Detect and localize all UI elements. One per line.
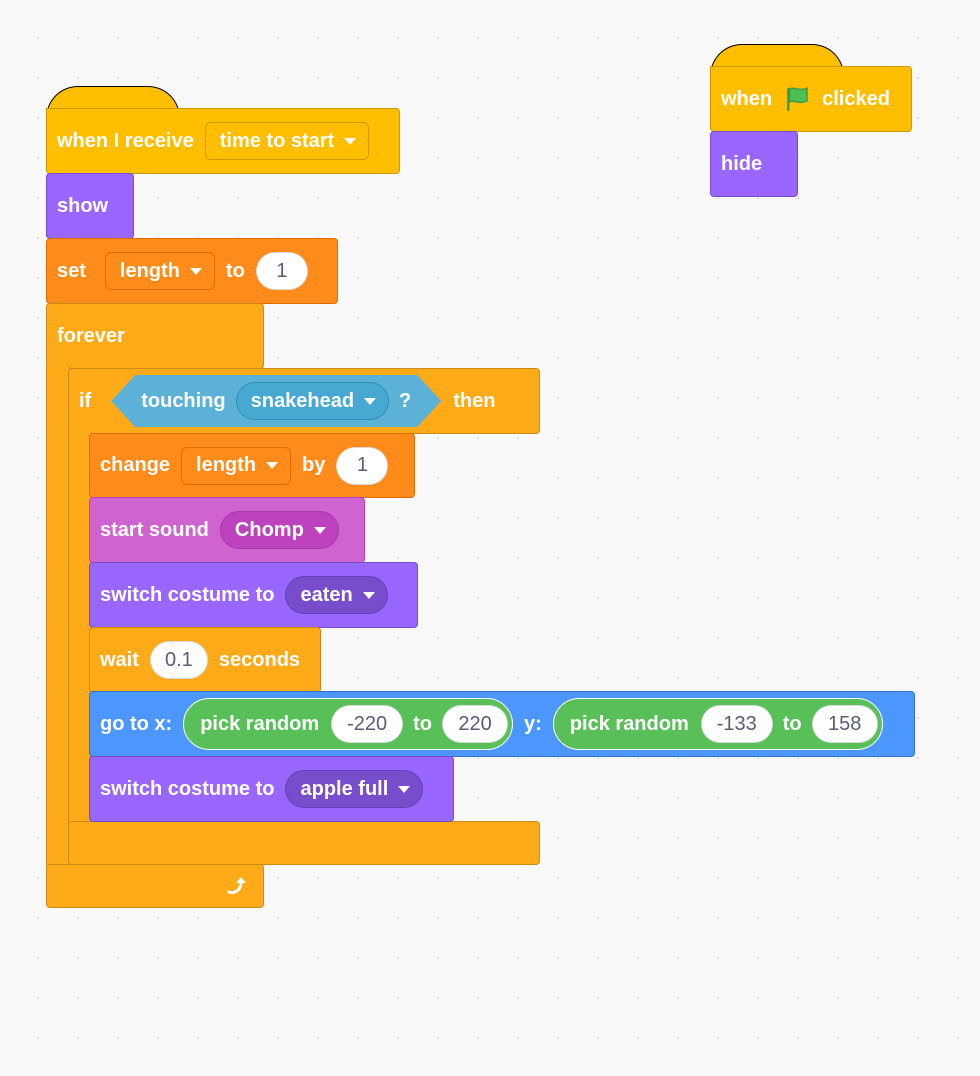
message-dropdown[interactable]: time to start	[204, 122, 370, 160]
switch-costume-block[interactable]: switch costume to eaten	[89, 562, 418, 628]
clicked-label: clicked	[822, 87, 890, 110]
if-footer	[68, 821, 540, 865]
change-label: change	[100, 454, 171, 476]
if-label: if	[79, 389, 92, 412]
chevron-down-icon	[189, 267, 202, 275]
set-label: set	[57, 259, 86, 282]
then-label: then	[453, 389, 496, 412]
wait-block[interactable]: wait 0.1 seconds	[89, 627, 321, 693]
if-arm	[68, 432, 92, 824]
start-sound-block[interactable]: start sound Chomp	[89, 497, 365, 563]
chevron-down-icon	[313, 526, 326, 534]
wait-label: wait	[100, 648, 139, 671]
random-to-label: to	[782, 712, 802, 735]
pick-random-label: pick random	[569, 712, 689, 735]
set-value-input[interactable]: 1	[255, 252, 308, 290]
forever-arm	[46, 366, 70, 866]
costume-value: eaten	[300, 583, 353, 606]
pick-random-y-reporter[interactable]: pick random -133 to 158	[552, 698, 883, 750]
go-to-x-label: go to x:	[100, 712, 173, 735]
chevron-down-icon	[364, 398, 376, 405]
random-to-label: to	[413, 712, 433, 735]
loop-arrow-icon	[227, 877, 246, 894]
pick-random-x-reporter[interactable]: pick random -220 to 220	[183, 698, 514, 750]
chevron-down-icon	[398, 785, 411, 793]
random-y-to-input[interactable]: 158	[811, 705, 878, 743]
wait-value-input[interactable]: 0.1	[149, 641, 208, 679]
when-i-receive-label: when I receive	[57, 129, 194, 152]
variable-dropdown[interactable]: length	[104, 252, 215, 290]
message-value: time to start	[219, 129, 335, 152]
pick-random-label: pick random	[200, 712, 320, 735]
touching-label: touching	[141, 389, 226, 412]
show-label: show	[57, 194, 109, 217]
random-y-from-input[interactable]: -133	[700, 705, 773, 743]
set-variable-block[interactable]: set length to 1	[46, 238, 338, 304]
switch-costume-label: switch costume to	[100, 583, 275, 606]
y-label: y:	[524, 712, 542, 735]
to-label: to	[225, 259, 245, 282]
switch-costume-block[interactable]: switch costume to apple full	[89, 756, 454, 822]
go-to-xy-block[interactable]: go to x: pick random -220 to 220 y: pick…	[89, 691, 915, 757]
sound-dropdown[interactable]: Chomp	[219, 511, 339, 549]
random-x-from-input[interactable]: -220	[331, 705, 404, 743]
random-x-to-input[interactable]: 220	[442, 705, 509, 743]
forever-footer	[46, 864, 264, 908]
forever-label: forever	[57, 324, 125, 347]
sound-value: Chomp	[234, 518, 304, 541]
seconds-label: seconds	[218, 648, 301, 671]
chevron-down-icon	[344, 137, 357, 145]
touching-boolean[interactable]: touching snakehead ?	[111, 375, 441, 427]
variable-value: length	[119, 259, 180, 282]
show-block[interactable]: show	[46, 173, 134, 239]
variable-value: length	[196, 454, 257, 476]
hide-label: hide	[721, 152, 763, 175]
when-flag-clicked-block[interactable]: when clicked	[710, 66, 912, 132]
chevron-down-icon	[266, 462, 279, 469]
when-label: when	[721, 87, 773, 110]
hide-block[interactable]: hide	[710, 131, 798, 197]
costume-dropdown[interactable]: apple full	[285, 770, 424, 808]
forever-block[interactable]: forever	[46, 303, 264, 369]
costume-dropdown[interactable]: eaten	[285, 576, 388, 614]
if-block[interactable]: if touching snakehead ? then	[68, 368, 540, 434]
green-flag-icon	[787, 86, 808, 111]
start-sound-label: start sound	[100, 518, 209, 541]
variable-dropdown[interactable]: length	[181, 446, 292, 485]
chevron-down-icon	[362, 591, 375, 599]
costume-value: apple full	[300, 777, 389, 800]
change-variable-block[interactable]: change length by 1	[89, 433, 415, 498]
question-mark: ?	[399, 389, 412, 412]
touching-target-value: snakehead	[250, 389, 355, 412]
change-value-input[interactable]: 1	[336, 446, 389, 485]
by-label: by	[302, 454, 326, 476]
switch-costume-label: switch costume to	[100, 777, 275, 800]
when-i-receive-block[interactable]: when I receive time to start	[46, 108, 400, 174]
touching-target-dropdown[interactable]: snakehead	[236, 382, 389, 420]
